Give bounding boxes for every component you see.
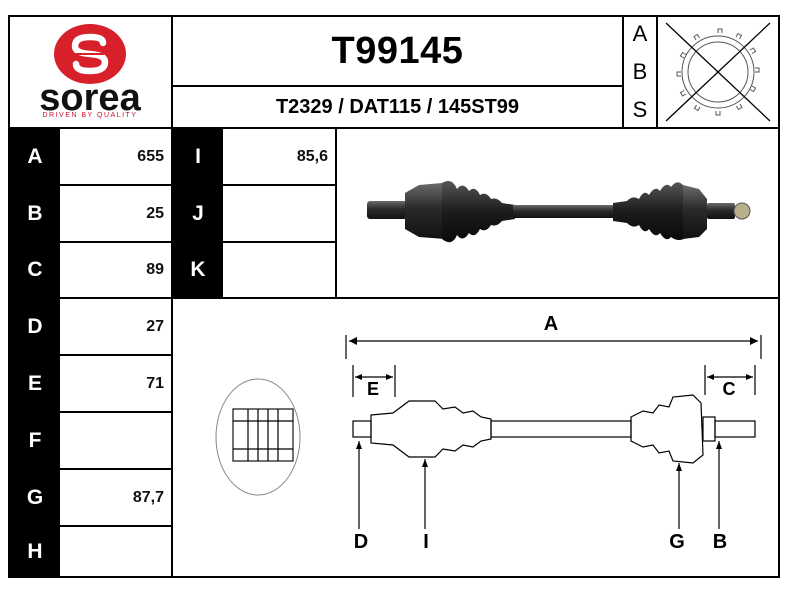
spec-value-h	[60, 527, 171, 576]
abs-letter-s: S	[632, 96, 648, 122]
logo-tagline: DRIVEN BY QUALITY	[42, 112, 138, 119]
drive-shaft-photo-icon	[367, 181, 751, 243]
divider	[8, 241, 335, 243]
abs-letter-a: A	[632, 20, 648, 46]
divider	[171, 85, 622, 87]
spec-value-b: 25	[146, 204, 164, 222]
spec-value-e: 71	[146, 374, 164, 392]
spec-label-c: C	[10, 243, 60, 297]
part-number: T99145	[331, 29, 464, 72]
dimension-label-b: B	[712, 531, 728, 553]
spec-label-d: D	[10, 299, 60, 354]
spec-label-j: J	[173, 186, 223, 241]
spec-label-g: G	[10, 470, 60, 525]
spec-label-a: A	[10, 129, 60, 184]
spec-value-f	[60, 413, 171, 468]
divider	[8, 411, 171, 413]
cross-references: T2329 / DAT115 / 145ST99	[275, 95, 520, 118]
spec-value-k	[223, 243, 335, 297]
dimension-label-g: G	[669, 531, 685, 553]
product-photo	[337, 129, 778, 297]
dimension-label-i: I	[423, 531, 429, 553]
dimension-label-d: D	[353, 531, 369, 553]
divider	[8, 468, 171, 470]
no-abs-ring-icon	[658, 17, 778, 126]
spec-value-d: 27	[146, 317, 164, 335]
spec-value-c: 89	[146, 261, 164, 278]
abs-letter-b: B	[632, 58, 648, 84]
spec-value-i: 85,6	[296, 147, 328, 165]
drive-shaft-diagram-icon	[215, 335, 762, 529]
spec-label-b: B	[10, 186, 60, 241]
divider	[656, 15, 658, 128]
spec-value-g: 87,7	[132, 488, 164, 506]
spec-label-h: H	[10, 527, 60, 576]
logo-wordmark: sorea	[39, 77, 141, 119]
spec-label-f: F	[10, 413, 60, 468]
divider	[8, 127, 780, 129]
spec-sheet-frame	[8, 15, 780, 578]
spec-value-a: 655	[137, 147, 164, 165]
divider	[8, 354, 171, 356]
divider	[8, 297, 780, 299]
spec-label-k: K	[173, 243, 223, 297]
spec-label-e: E	[10, 356, 60, 411]
dimension-label-e: E	[366, 379, 379, 399]
divider	[335, 127, 337, 298]
brand-logo: sorea DRIVEN BY QUALITY	[10, 17, 170, 126]
spec-label-i: I	[173, 129, 223, 184]
dimension-label-c: C	[722, 379, 736, 399]
dimension-label-a: A	[543, 313, 559, 335]
logo-emblem-icon	[54, 24, 126, 84]
technical-drawing: A E C D I G B	[173, 299, 778, 576]
divider	[171, 15, 173, 578]
divider	[8, 184, 335, 186]
divider	[622, 15, 624, 128]
divider	[8, 525, 171, 527]
spec-value-j	[223, 186, 335, 241]
